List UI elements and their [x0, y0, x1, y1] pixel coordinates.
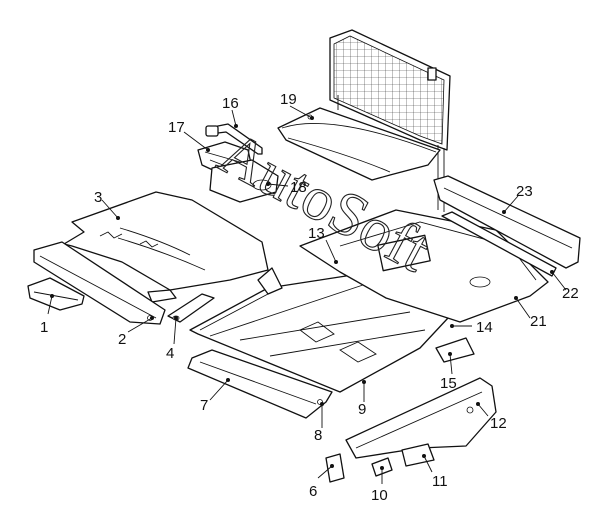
callout-16: 16	[222, 95, 239, 112]
part-7-front-cross-member	[187, 349, 333, 419]
callout-9: 9	[358, 401, 366, 418]
part-1-bracket	[27, 277, 85, 311]
callout-10: 10	[371, 487, 388, 504]
callout-19: 19	[280, 91, 297, 108]
callout-15: 15	[440, 375, 457, 392]
callout-13: 13	[308, 225, 325, 242]
callout-4: 4	[166, 345, 174, 362]
callout-17: 17	[168, 119, 185, 136]
callout-12: 12	[490, 415, 507, 432]
callout-14: 14	[476, 319, 493, 336]
callout-11: 11	[432, 473, 448, 490]
part-16-jack-handle	[205, 123, 263, 155]
part-12-longitudinal	[345, 377, 497, 459]
part-15-bracket	[435, 337, 475, 363]
part-19-cargo-cover	[277, 29, 451, 212]
part-9-main-floor	[189, 267, 449, 393]
callout-23: 23	[516, 183, 533, 200]
callout-7: 7	[200, 397, 208, 414]
part-18-spare-wheel-tray	[209, 159, 279, 203]
part-22-rear-rail	[441, 211, 557, 277]
part-23-side-sill	[433, 175, 581, 269]
callout-21: 21	[530, 313, 547, 330]
callouts: 1 2 3 4 6 7 8 9 10 11 12 13 14 15 16 17 …	[40, 91, 579, 504]
callout-3: 3	[94, 189, 102, 206]
leaders	[47, 105, 567, 484]
part-6-bracket	[325, 453, 345, 483]
callout-6: 6	[309, 483, 317, 500]
part-3-floor-panel	[63, 191, 269, 303]
callout-1: 1	[40, 319, 48, 336]
callout-8: 8	[314, 427, 322, 444]
callout-2: 2	[118, 331, 126, 348]
callout-22: 22	[562, 285, 579, 302]
callout-18: 18	[290, 179, 307, 196]
